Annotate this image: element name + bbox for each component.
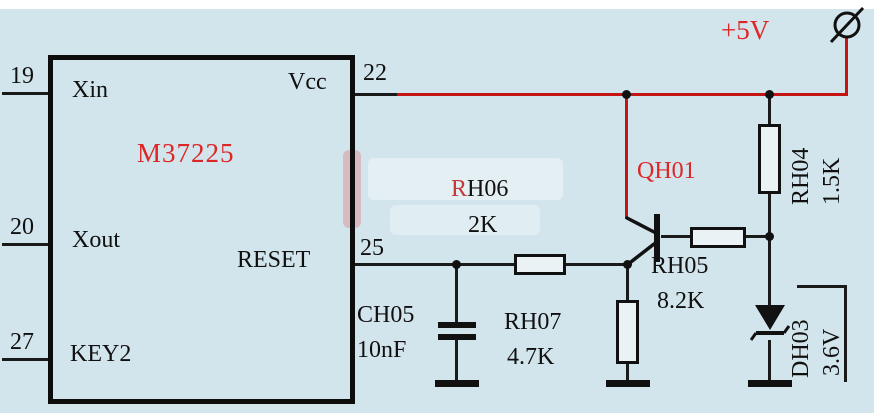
ch05-wire-bottom [455, 339, 458, 382]
vcc-rail-riser [845, 36, 848, 96]
zener-dh03-symbol [750, 305, 790, 341]
rh05-wire-left [661, 235, 690, 238]
dh03-bracket-line [844, 285, 847, 382]
ch05-wire-top [455, 265, 458, 324]
rh04-wire-bottom [768, 192, 771, 306]
rh05-wire-right [746, 235, 770, 238]
schematic-background [0, 9, 874, 413]
dh03-ref: DH03 [788, 319, 814, 378]
watermark [390, 205, 540, 235]
ground-symbol [748, 380, 792, 387]
rh06-value: 2K [468, 212, 498, 238]
pin22-number: 22 [363, 60, 387, 86]
pin-key2-label: KEY2 [70, 341, 132, 367]
rh05-resistor-symbol [690, 227, 746, 248]
dh03-bracket-line [797, 285, 847, 288]
rh06-ref: RH06 [451, 176, 509, 202]
ch05-value: 10nF [357, 337, 407, 363]
pin-reset-label: RESET [237, 247, 311, 273]
ground-symbol [606, 380, 650, 387]
rh04-ref: RH04 [788, 147, 814, 205]
junction-dot [623, 260, 632, 269]
junction-dot [452, 260, 461, 269]
pin20-lead [2, 243, 48, 246]
pin-xin-label: Xin [72, 77, 108, 103]
reset-wire-left [355, 263, 515, 266]
qh01-emitter-wire [625, 95, 628, 219]
rh04-resistor-symbol [758, 124, 781, 194]
watermark [368, 158, 563, 200]
pin27-number: 27 [10, 329, 34, 355]
ch05-capacitor-symbol [438, 322, 476, 328]
reset-wire-right [564, 263, 630, 266]
ground-symbol [435, 380, 479, 387]
qh01-ref: QH01 [637, 158, 696, 184]
ic-part-number: M37225 [137, 138, 235, 168]
pin22-lead [355, 93, 397, 96]
pin19-number: 19 [10, 63, 34, 89]
dh03-wire-bottom [768, 340, 771, 382]
rh05-ref: RH05 [651, 253, 709, 279]
rh05-value: 8.2K [657, 288, 705, 314]
pin19-lead [2, 92, 48, 95]
power-source-icon [829, 6, 865, 44]
rh07-value: 4.7K [507, 344, 555, 370]
vcc-rail-wire [353, 93, 848, 96]
junction-dot [765, 90, 774, 99]
junction-dot [622, 90, 631, 99]
rh07-ref: RH07 [504, 309, 562, 335]
ch05-capacitor-symbol [438, 334, 476, 340]
rh04-value: 1.5K [819, 157, 845, 205]
rh04-wire-top [768, 95, 771, 125]
rh07-wire-top [626, 265, 629, 302]
pin-xout-label: Xout [72, 227, 120, 253]
pin25-number: 25 [360, 235, 384, 261]
rh07-wire-bottom [626, 362, 629, 382]
junction-dot [765, 232, 774, 241]
rh06-resistor-symbol [514, 254, 566, 275]
plus5v-label: +5V [721, 15, 770, 45]
pin27-lead [2, 358, 48, 361]
dh03-value: 3.6V [819, 328, 845, 376]
rh07-resistor-symbol [616, 300, 639, 364]
ic-m37225-body [48, 55, 355, 404]
ch05-ref: CH05 [357, 302, 415, 328]
pin20-number: 20 [10, 214, 34, 240]
pin-vcc-label: Vcc [288, 69, 327, 95]
